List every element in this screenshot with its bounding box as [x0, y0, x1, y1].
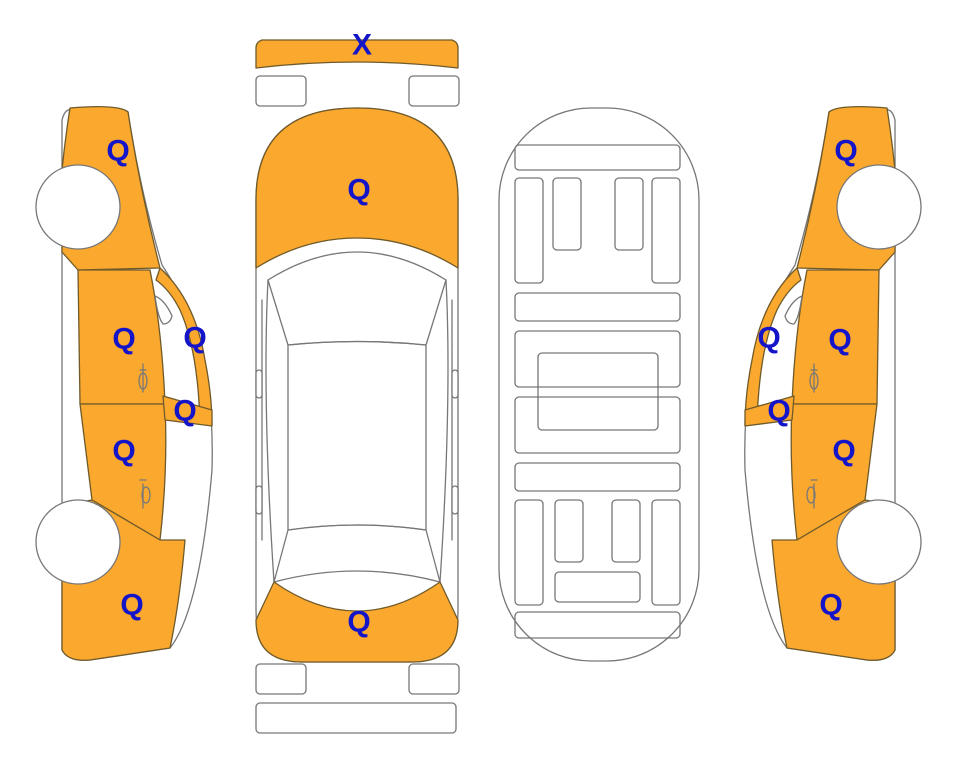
rear-left-light — [255, 663, 307, 695]
trunk-lid-mark: Q — [347, 606, 370, 639]
right-rear-door-mark: Q — [832, 435, 855, 468]
right-b-pillar-mark: Q — [767, 395, 790, 428]
left-front-wheel — [35, 164, 121, 250]
right-front-door-mark: Q — [828, 324, 851, 357]
right-a-pillar-mark: Q — [757, 322, 780, 355]
hood-mark: Q — [347, 174, 370, 207]
windshield — [267, 251, 447, 346]
front-bumper-panel[interactable] — [255, 39, 459, 69]
top-view: X Q Q — [255, 29, 460, 734]
underbody-outline — [498, 107, 700, 662]
left-rear-door-handle — [139, 479, 147, 509]
front-right-light — [408, 75, 460, 107]
left-rear-wheel — [35, 499, 121, 585]
left-a-pillar-mark: Q — [183, 322, 206, 355]
right-rear-wheel — [836, 499, 922, 585]
front-left-light — [255, 75, 307, 107]
rear-window — [273, 524, 441, 583]
roof — [287, 340, 427, 531]
underbody-view — [498, 107, 700, 662]
right-side-marks: Q Q Q Q Q Q — [757, 135, 857, 622]
right-quarter-window — [784, 295, 803, 325]
rear-right-light — [408, 663, 460, 695]
rear-bumper-panel[interactable] — [255, 702, 457, 734]
right-side-view — [744, 106, 922, 661]
left-quarter-window — [154, 295, 173, 325]
right-b-pillar-panel[interactable] — [744, 395, 795, 427]
right-rear-quarter-mark: Q — [819, 589, 842, 622]
left-b-pillar-mark: Q — [173, 395, 196, 428]
left-rear-door-mark: Q — [112, 435, 135, 468]
hood-panel[interactable] — [255, 107, 459, 269]
left-front-door-mark: Q — [112, 323, 135, 356]
trunk-lid-panel[interactable] — [255, 581, 459, 663]
right-front-wheel — [836, 164, 922, 250]
left-b-pillar-panel[interactable] — [162, 395, 213, 427]
front-bumper-mark: X — [352, 29, 372, 62]
right-front-fender-mark: Q — [834, 135, 857, 168]
left-side-view: Q Q Q Q Q Q — [35, 106, 213, 661]
left-rear-quarter-mark: Q — [120, 589, 143, 622]
left-front-door-handle — [139, 363, 147, 393]
left-front-fender-mark: Q — [106, 135, 129, 168]
